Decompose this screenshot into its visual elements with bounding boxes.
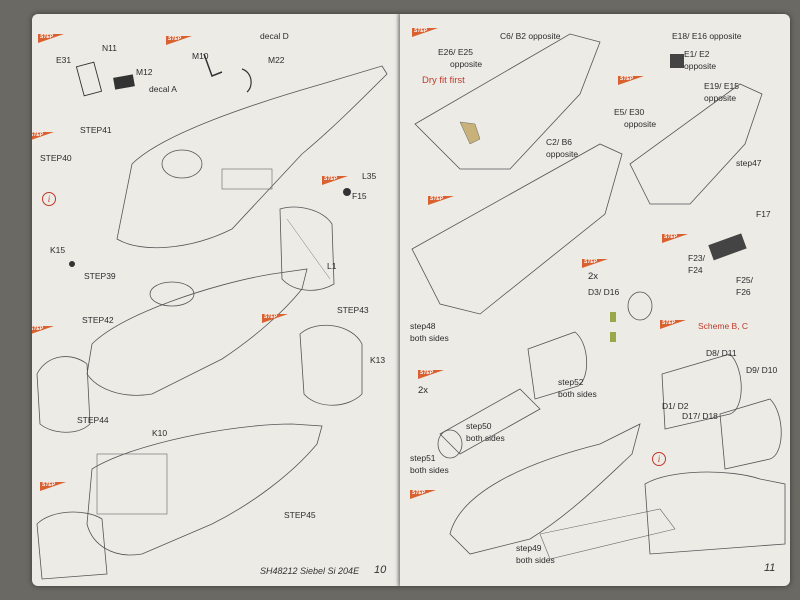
- label-c2-b6: C2/ B6: [546, 137, 572, 147]
- label-both-sides: both sides: [466, 433, 505, 443]
- step-tag: STEP: [618, 76, 644, 85]
- info-icon: i: [652, 452, 666, 466]
- label-f25: F25/: [736, 275, 754, 285]
- label-f26: F26: [736, 287, 751, 297]
- label-step50: step50: [466, 421, 492, 431]
- right-page-drawings: [411, 33, 786, 560]
- step-tag: STEP: [428, 196, 454, 205]
- label-both-sides: both sides: [410, 465, 449, 475]
- label-step48: step48: [410, 321, 436, 331]
- label-f23: F23/: [688, 253, 706, 263]
- label-step44: STEP44: [77, 415, 109, 425]
- label-m22: M22: [268, 55, 285, 65]
- label-2x: 2x: [418, 385, 429, 396]
- label-k15: K15: [50, 245, 66, 255]
- label-step51: step51: [410, 453, 436, 463]
- step-tag: STEP: [662, 234, 688, 243]
- label-l35: L35: [362, 171, 377, 181]
- right-instruction-page: STEP STEP STEP STEP STEP STEP STEP STEP …: [400, 14, 790, 586]
- label-both-sides: both sides: [516, 555, 555, 565]
- label-step42: STEP42: [82, 315, 114, 325]
- step-tag: STEP: [410, 490, 436, 499]
- label-n11: N11: [102, 43, 117, 53]
- label-opposite: opposite: [624, 119, 657, 129]
- label-d9-d10: D9/ D10: [746, 365, 778, 375]
- label-both-sides: both sides: [410, 333, 449, 343]
- label-e26-e25: E26/ E25: [438, 47, 473, 57]
- label-m10: M10: [192, 51, 209, 61]
- step-tag: STEP: [322, 176, 348, 185]
- label-e1-e2: E1/ E2: [684, 49, 710, 59]
- label-d1-d2: D1/ D2: [662, 401, 689, 411]
- label-decal-a: decal A: [149, 84, 177, 94]
- step-tag: STEP: [32, 132, 54, 141]
- label-c6-b2: C6/ B2 opposite: [500, 31, 561, 41]
- step-tag: STEP: [418, 370, 444, 379]
- label-step43: STEP43: [337, 305, 369, 315]
- label-decal-d: decal D: [260, 31, 289, 41]
- step-tag: STEP: [582, 259, 608, 268]
- label-step41: STEP41: [80, 125, 112, 135]
- label-step49: step49: [516, 543, 542, 553]
- label-scheme: Scheme B, C: [698, 321, 749, 331]
- step-tag: STEP: [38, 34, 64, 43]
- label-step47: step47: [736, 158, 762, 168]
- label-k13: K13: [370, 355, 386, 365]
- label-d8-d11: D8/ D11: [706, 348, 737, 358]
- label-e18-e16: E18/ E16 opposite: [672, 31, 742, 41]
- label-f17: F17: [756, 209, 771, 219]
- step-tag: STEP: [166, 36, 192, 45]
- label-dry-fit: Dry fit first: [422, 75, 465, 86]
- label-k10: K10: [152, 428, 168, 438]
- step-tag: STEP: [262, 314, 288, 323]
- label-m12: M12: [136, 67, 153, 77]
- info-icon: i: [42, 192, 56, 206]
- step-tag: STEP: [660, 320, 686, 329]
- label-step45: STEP45: [284, 510, 316, 520]
- step-tag: STEP: [40, 482, 66, 491]
- label-opposite: opposite: [546, 149, 579, 159]
- label-opposite: opposite: [684, 61, 717, 71]
- label-2x: 2x: [588, 271, 599, 282]
- label-step52: step52: [558, 377, 584, 387]
- page-number-right: 11: [764, 562, 776, 574]
- page-number-left: 10: [374, 564, 387, 576]
- step-tag: STEP: [412, 28, 438, 37]
- label-opposite: opposite: [704, 93, 737, 103]
- label-step40: STEP40: [40, 153, 72, 163]
- label-both-sides: both sides: [558, 389, 597, 399]
- left-page-drawings: [36, 53, 388, 580]
- label-e19-e15: E19/ E15: [704, 81, 739, 91]
- label-step39: STEP39: [84, 271, 116, 281]
- label-opposite: opposite: [450, 59, 483, 69]
- label-e5-e30: E5/ E30: [614, 107, 645, 117]
- label-l1: L1: [327, 261, 337, 271]
- label-d3-d16: D3/ D16: [588, 287, 620, 297]
- label-f15: F15: [352, 191, 367, 201]
- label-d17-d18: D17/ D18: [682, 411, 718, 421]
- label-f24: F24: [688, 265, 703, 275]
- footer-title: SH48212 Siebel Si 204E: [260, 566, 360, 576]
- step-tag: STEP: [32, 326, 54, 335]
- left-instruction-page: STEP STEP STEP STEP STEP STEP STEP i E31…: [32, 14, 400, 586]
- label-e31: E31: [56, 55, 72, 65]
